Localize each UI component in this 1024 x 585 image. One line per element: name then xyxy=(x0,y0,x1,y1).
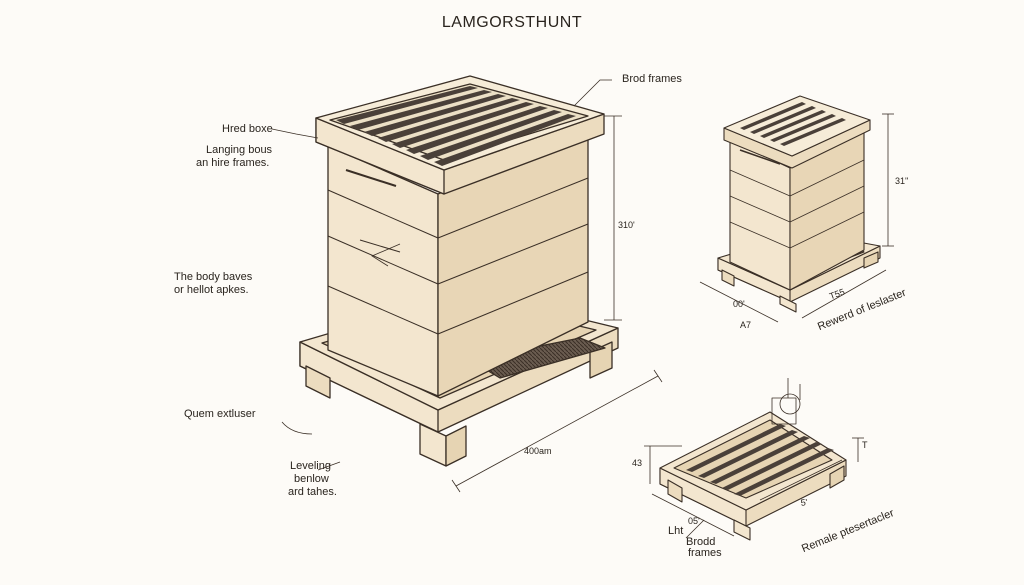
brood-frame-slats xyxy=(336,86,576,166)
langing-label-line2: an hire frames. xyxy=(196,157,270,169)
side-base-dimension: A7 xyxy=(740,320,752,330)
main-height-dimension: 310' xyxy=(618,220,635,230)
tray-label-line3: frames xyxy=(688,547,722,559)
side-width-dimension: 00' xyxy=(733,299,745,309)
queen-excluder-label: Quem extluser xyxy=(184,408,256,420)
brood-frames-label: Brod frames xyxy=(622,73,682,85)
tray-dimension-lines xyxy=(644,378,864,539)
main-width-dimension: 400am xyxy=(524,446,552,456)
side-height-dimension: 31'' xyxy=(895,176,909,186)
body-label-line1: The body baves xyxy=(174,271,253,283)
langing-label-line1: Langing bous xyxy=(206,144,273,156)
tray-front-dimension: 05' xyxy=(688,516,700,526)
tray-label-line2: Brodd xyxy=(686,536,716,548)
main-hive xyxy=(299,75,619,467)
leveling-label-line2: benlow xyxy=(294,473,329,485)
tray-label-line1: Lht xyxy=(668,525,684,537)
frame-tray xyxy=(659,393,847,541)
entrance-vent xyxy=(469,337,606,379)
tray-side-dimension: 5' xyxy=(800,497,809,508)
tray-left-dimension: 43 xyxy=(632,458,643,468)
leveling-label-line3: ard tahes. xyxy=(288,486,337,498)
hive-box-label: Hred boxe xyxy=(222,123,273,135)
side-view-dimension-lines xyxy=(699,113,894,323)
diagram-title: LAMGORSTHUNT xyxy=(441,14,583,31)
main-leader-lines xyxy=(271,79,663,493)
hive-body xyxy=(327,131,589,397)
side-view-hive xyxy=(717,95,881,313)
tray-right-dimension: T xyxy=(862,440,868,450)
leveling-label-line1: Leveling xyxy=(290,460,331,472)
body-label-line2: or hellot apkes. xyxy=(174,284,249,296)
